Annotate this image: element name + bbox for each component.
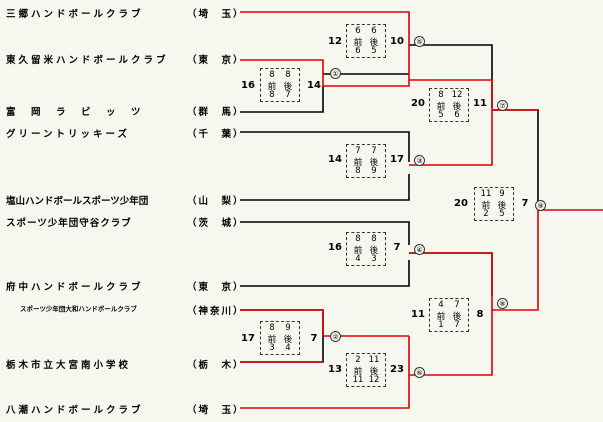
score-m8-left: 11 (411, 309, 425, 320)
team-4: グリーントリッキーズ（千 葉） (6, 129, 245, 140)
score-m6-right: 23 (390, 364, 404, 375)
team-10: 八潮ハンドボールクラブ（埼 玉） (6, 405, 245, 416)
match-number-3: ③ (414, 155, 425, 166)
score-m7-left: 20 (411, 98, 425, 109)
match-number-4: ④ (414, 244, 425, 255)
line-q6-win (408, 310, 493, 376)
score-m2-left: 17 (241, 333, 255, 344)
score-m4-left: 16 (328, 242, 342, 253)
line-q4-loss (409, 252, 493, 296)
line-q8-win (492, 210, 539, 311)
line-q5-win (409, 79, 493, 110)
match-number-9: ⑨ (535, 200, 546, 211)
team-9: 栃木市立大宮南小学校（栃 木） (6, 360, 245, 371)
score-m7-right: 11 (473, 98, 487, 109)
score-m1-left: 16 (241, 80, 255, 91)
line-shinjuku (240, 86, 324, 113)
line-green (240, 131, 410, 162)
score-m3-right: 17 (390, 154, 404, 165)
line-q3-win (409, 110, 493, 166)
team-1: 三郷ハンドボールクラブ（埼 玉） (6, 9, 245, 20)
match-number-8: ⑧ (497, 298, 508, 309)
line-yamato (240, 309, 409, 337)
score-m6-left: 13 (328, 364, 342, 375)
score-m1-right: 14 (307, 80, 321, 91)
match-number-5: ⑤ (414, 36, 425, 47)
line-q4-win (409, 252, 493, 310)
score-m9-right: 7 (521, 198, 529, 209)
match-number-7: ⑦ (497, 100, 508, 111)
team-7: 府中ハンドボールクラブ（東 京） (6, 282, 245, 293)
score-m9-left: 20 (454, 198, 468, 209)
team-2: 東久留米ハンドボールクラブ（東 京） (6, 55, 245, 66)
line-misato (240, 11, 410, 45)
score-m2-right: 7 (310, 333, 318, 344)
line-fuchu (240, 260, 410, 287)
score-m8-right: 8 (476, 309, 484, 320)
team-5: 塩山ハンドボールスポーツ少年団（山 梨） (6, 196, 245, 207)
line-moriya (240, 221, 410, 245)
team-3: 富 岡 ラ ビ ッ ツ（群 馬） (6, 107, 245, 118)
team-8: スポーツ少年団大和ハンドボールクラブ（神奈川） (20, 305, 245, 317)
match-number-6: ⑥ (414, 367, 425, 378)
score-m4-right: 7 (393, 242, 401, 253)
team-6: スポーツ少年団守谷クラブ（茨 城） (6, 218, 245, 229)
line-yashio (240, 375, 410, 409)
match-number-1: ① (330, 68, 341, 79)
line-q3-loss (240, 174, 410, 201)
score-m3-left: 14 (328, 154, 342, 165)
score-m5-right: 10 (390, 36, 404, 47)
line-higashikurume (240, 45, 410, 87)
score-m5-left: 12 (328, 36, 342, 47)
match-number-2: ② (330, 331, 341, 342)
